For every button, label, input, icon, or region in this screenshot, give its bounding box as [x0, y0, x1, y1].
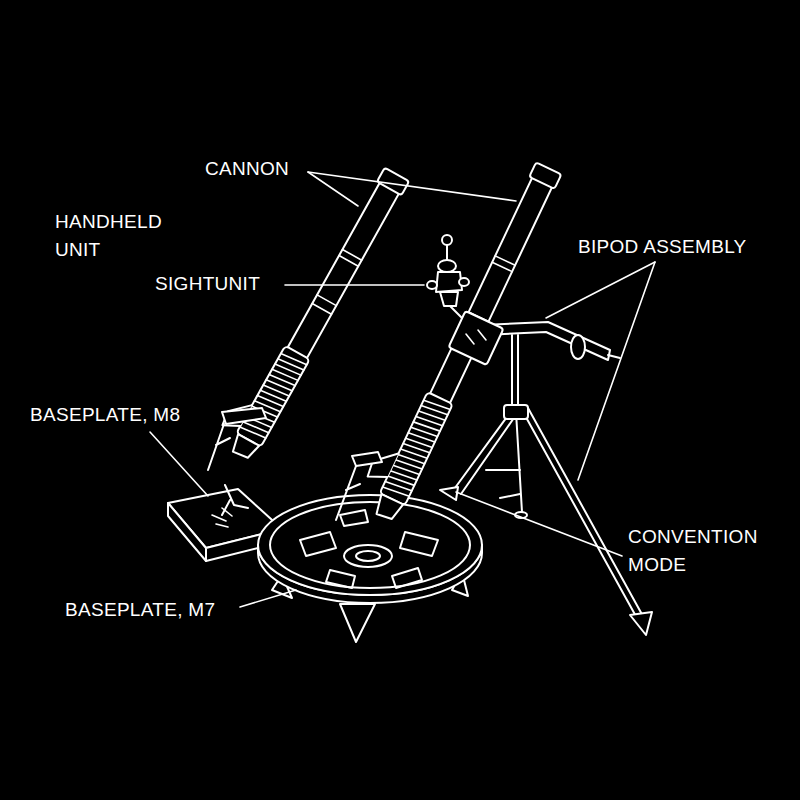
sight-unit-drawing [427, 235, 469, 318]
leader-lines-part [240, 590, 296, 607]
baseplate-m7-drawing-part [340, 604, 375, 642]
bipod-drawing-part [522, 410, 638, 620]
bipod-drawing-part [440, 487, 458, 500]
baseplate-m7-drawing-part [340, 510, 368, 526]
bipod-drawing-part [517, 335, 519, 410]
bipod-drawing-part [511, 335, 513, 410]
handheld-cannon-drawing-part [229, 434, 259, 461]
cannon-grip-drawing [336, 452, 382, 520]
part-label: HANDHELD UNIT [55, 208, 173, 264]
bipod-drawing-part [528, 408, 644, 618]
bipod-drawing-part [452, 410, 512, 492]
leader-lines-part [456, 492, 622, 556]
baseplate-m7-drawing-part [258, 495, 482, 595]
cannon-grip-drawing-part [336, 466, 360, 520]
handheld-cannon-drawing-part [240, 351, 307, 441]
baseplate-m7-drawing-part [392, 568, 422, 588]
sight-unit-drawing-part [438, 260, 456, 272]
handheld-grip-drawing [208, 408, 266, 515]
part-label: CANNON [205, 155, 289, 183]
bipod-drawing-part [486, 470, 520, 498]
part-label: BASEPLATE, M8 [30, 401, 180, 429]
baseplate-m7-drawing-part [400, 532, 438, 556]
handheld-grip-drawing-part [222, 408, 266, 424]
baseplate-m7-drawing-part [326, 570, 355, 588]
bipod-drawing-part [516, 412, 522, 512]
leader-lines-part [308, 172, 358, 206]
part-label: BIPOD ASSEMBLY [578, 233, 747, 261]
baseplate-m8-drawing-part [212, 508, 232, 527]
bipod-drawing-part [461, 412, 518, 494]
sight-unit-drawing-part [427, 281, 437, 289]
sight-unit-drawing-part [440, 292, 458, 306]
leader-lines-part [150, 432, 208, 496]
conventional-cannon-drawing-part [380, 392, 453, 505]
leader-lines-part [578, 262, 655, 480]
bipod-drawing-part [466, 330, 486, 344]
sight-unit-drawing-part [459, 278, 469, 286]
conventional-cannon-drawing-part [373, 494, 403, 522]
handheld-cannon-drawing-part [312, 249, 361, 314]
leader-lines-part [308, 172, 516, 201]
handheld-cannon-drawing-part [285, 181, 399, 362]
part-label: SIGHTUNIT [155, 270, 260, 298]
bipod-drawing-part [449, 311, 504, 365]
conventional-cannon-drawing-part [383, 397, 451, 498]
baseplate-m7-drawing [258, 495, 482, 642]
sight-unit-drawing-part [450, 306, 462, 318]
handheld-cannon-drawing [212, 159, 409, 463]
baseplate-m8-drawing-part [168, 503, 206, 561]
baseplate-m7-drawing-part [300, 532, 336, 556]
conventional-cannon-drawing-part [529, 162, 561, 188]
handheld-grip-drawing-part [222, 485, 248, 515]
bipod-drawing-part [504, 405, 528, 419]
conventional-cannon-drawing-part [428, 176, 553, 407]
conventional-cannon-drawing [353, 154, 561, 523]
bipod-drawing-part [630, 612, 652, 635]
bipod-drawing-part [608, 355, 620, 358]
part-label: BASEPLATE, M7 [65, 596, 215, 624]
handheld-grip-drawing-part [208, 424, 230, 470]
sight-unit-drawing-part [442, 235, 452, 245]
baseplate-m7-drawing-part [270, 502, 470, 588]
bipod-drawing-part [571, 335, 585, 359]
baseplate-m7-drawing-part [344, 545, 392, 567]
cannon-grip-drawing-part [352, 452, 382, 466]
leader-lines-part [285, 284, 424, 286]
part-label: CONVENTION MODE [628, 523, 768, 579]
baseplate-m7-drawing-part [356, 551, 380, 561]
handheld-cannon-drawing-part [236, 346, 309, 447]
